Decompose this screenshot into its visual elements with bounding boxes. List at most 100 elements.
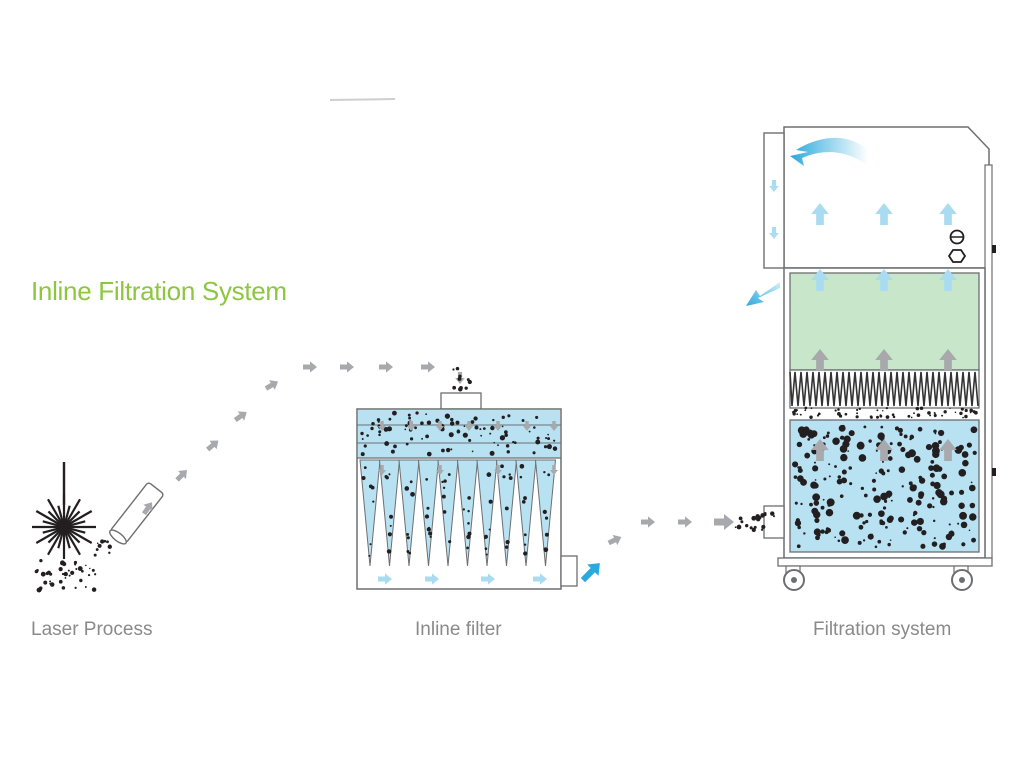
particle: [847, 450, 850, 452]
particle: [969, 502, 976, 509]
laser-process-label: Laser Process: [31, 619, 153, 640]
particle: [954, 411, 957, 414]
particle: [970, 426, 978, 434]
particle: [414, 426, 417, 430]
particle: [961, 451, 969, 458]
particle: [490, 425, 495, 431]
particle: [934, 432, 937, 435]
particle: [814, 479, 817, 481]
particle: [448, 540, 452, 544]
particle: [547, 437, 550, 441]
particle: [921, 530, 927, 536]
particle: [484, 536, 487, 540]
particle: [406, 532, 410, 536]
particle: [535, 439, 541, 445]
nozzle-particles: [93, 539, 112, 557]
particle: [485, 553, 488, 556]
unit-inlet-port: [763, 505, 785, 539]
particle: [840, 435, 845, 440]
particle: [523, 533, 527, 537]
particle: [859, 513, 864, 518]
particle: [467, 509, 470, 513]
particle: [553, 439, 556, 442]
particle: [404, 486, 410, 491]
particle: [85, 564, 87, 567]
particle: [793, 475, 798, 479]
particle: [68, 574, 71, 577]
particle: [371, 422, 375, 426]
particle: [814, 517, 820, 524]
particle: [108, 551, 111, 554]
clean-air-arrow-icon: [481, 573, 495, 585]
particle: [807, 431, 815, 439]
particle: [369, 543, 372, 546]
dirty-air-arrow-icon: [407, 421, 415, 431]
particle: [40, 571, 46, 577]
dirty-air-arrow-icon: [523, 421, 531, 431]
particle: [856, 408, 859, 412]
particle: [968, 529, 971, 532]
particle: [794, 519, 802, 527]
particle: [812, 482, 819, 489]
particle: [917, 426, 923, 432]
particle: [797, 525, 801, 530]
particle: [972, 450, 977, 455]
particle: [360, 431, 364, 436]
particle: [908, 449, 916, 458]
particle: [744, 523, 749, 528]
particle: [466, 534, 471, 540]
particle: [34, 569, 39, 574]
laser-ray: [63, 510, 93, 528]
particle: [513, 441, 517, 445]
particle: [408, 416, 412, 420]
particle: [426, 506, 430, 510]
particle: [817, 412, 821, 416]
particle: [502, 475, 506, 479]
particle: [444, 413, 451, 419]
particle: [931, 497, 935, 500]
particle: [812, 465, 819, 472]
particle: [933, 537, 936, 540]
particle: [941, 473, 948, 480]
particle: [913, 412, 915, 415]
particle: [457, 377, 462, 381]
particle: [504, 545, 509, 549]
particle: [445, 447, 451, 453]
particle: [89, 567, 91, 570]
particle: [410, 491, 415, 497]
inline-filter-label: Inline filter: [415, 619, 502, 640]
particle: [519, 475, 523, 479]
particle: [389, 524, 392, 527]
particle: [877, 432, 885, 440]
caster-wheel-icon: [783, 565, 805, 591]
particle: [837, 475, 842, 479]
filter-cartridge: [456, 459, 479, 567]
filter-cartridge: [476, 459, 498, 567]
particle: [825, 508, 834, 517]
particle: [958, 444, 964, 451]
particle: [915, 406, 920, 411]
particle: [544, 532, 549, 537]
particle: [918, 475, 923, 480]
particle: [366, 434, 369, 437]
control-knob-icon: [947, 229, 967, 263]
particle: [899, 518, 903, 522]
particle: [807, 437, 811, 441]
particle: [960, 521, 968, 529]
inline-filter-airflow: [378, 421, 558, 585]
particle: [793, 408, 798, 413]
particle: [450, 417, 454, 422]
particle: [863, 493, 868, 498]
particle: [840, 453, 848, 462]
laser-ray: [47, 498, 65, 528]
particle: [749, 526, 753, 530]
particle: [961, 542, 966, 547]
particle: [813, 510, 821, 519]
particle: [455, 420, 460, 425]
particle: [870, 416, 873, 419]
dirty-air-arrow-icon: [233, 411, 247, 423]
particle: [501, 415, 505, 419]
dirty-air-flow-1: [141, 361, 472, 516]
laser-process-icon: [32, 462, 164, 593]
inline-filter-inlet: [440, 392, 482, 410]
